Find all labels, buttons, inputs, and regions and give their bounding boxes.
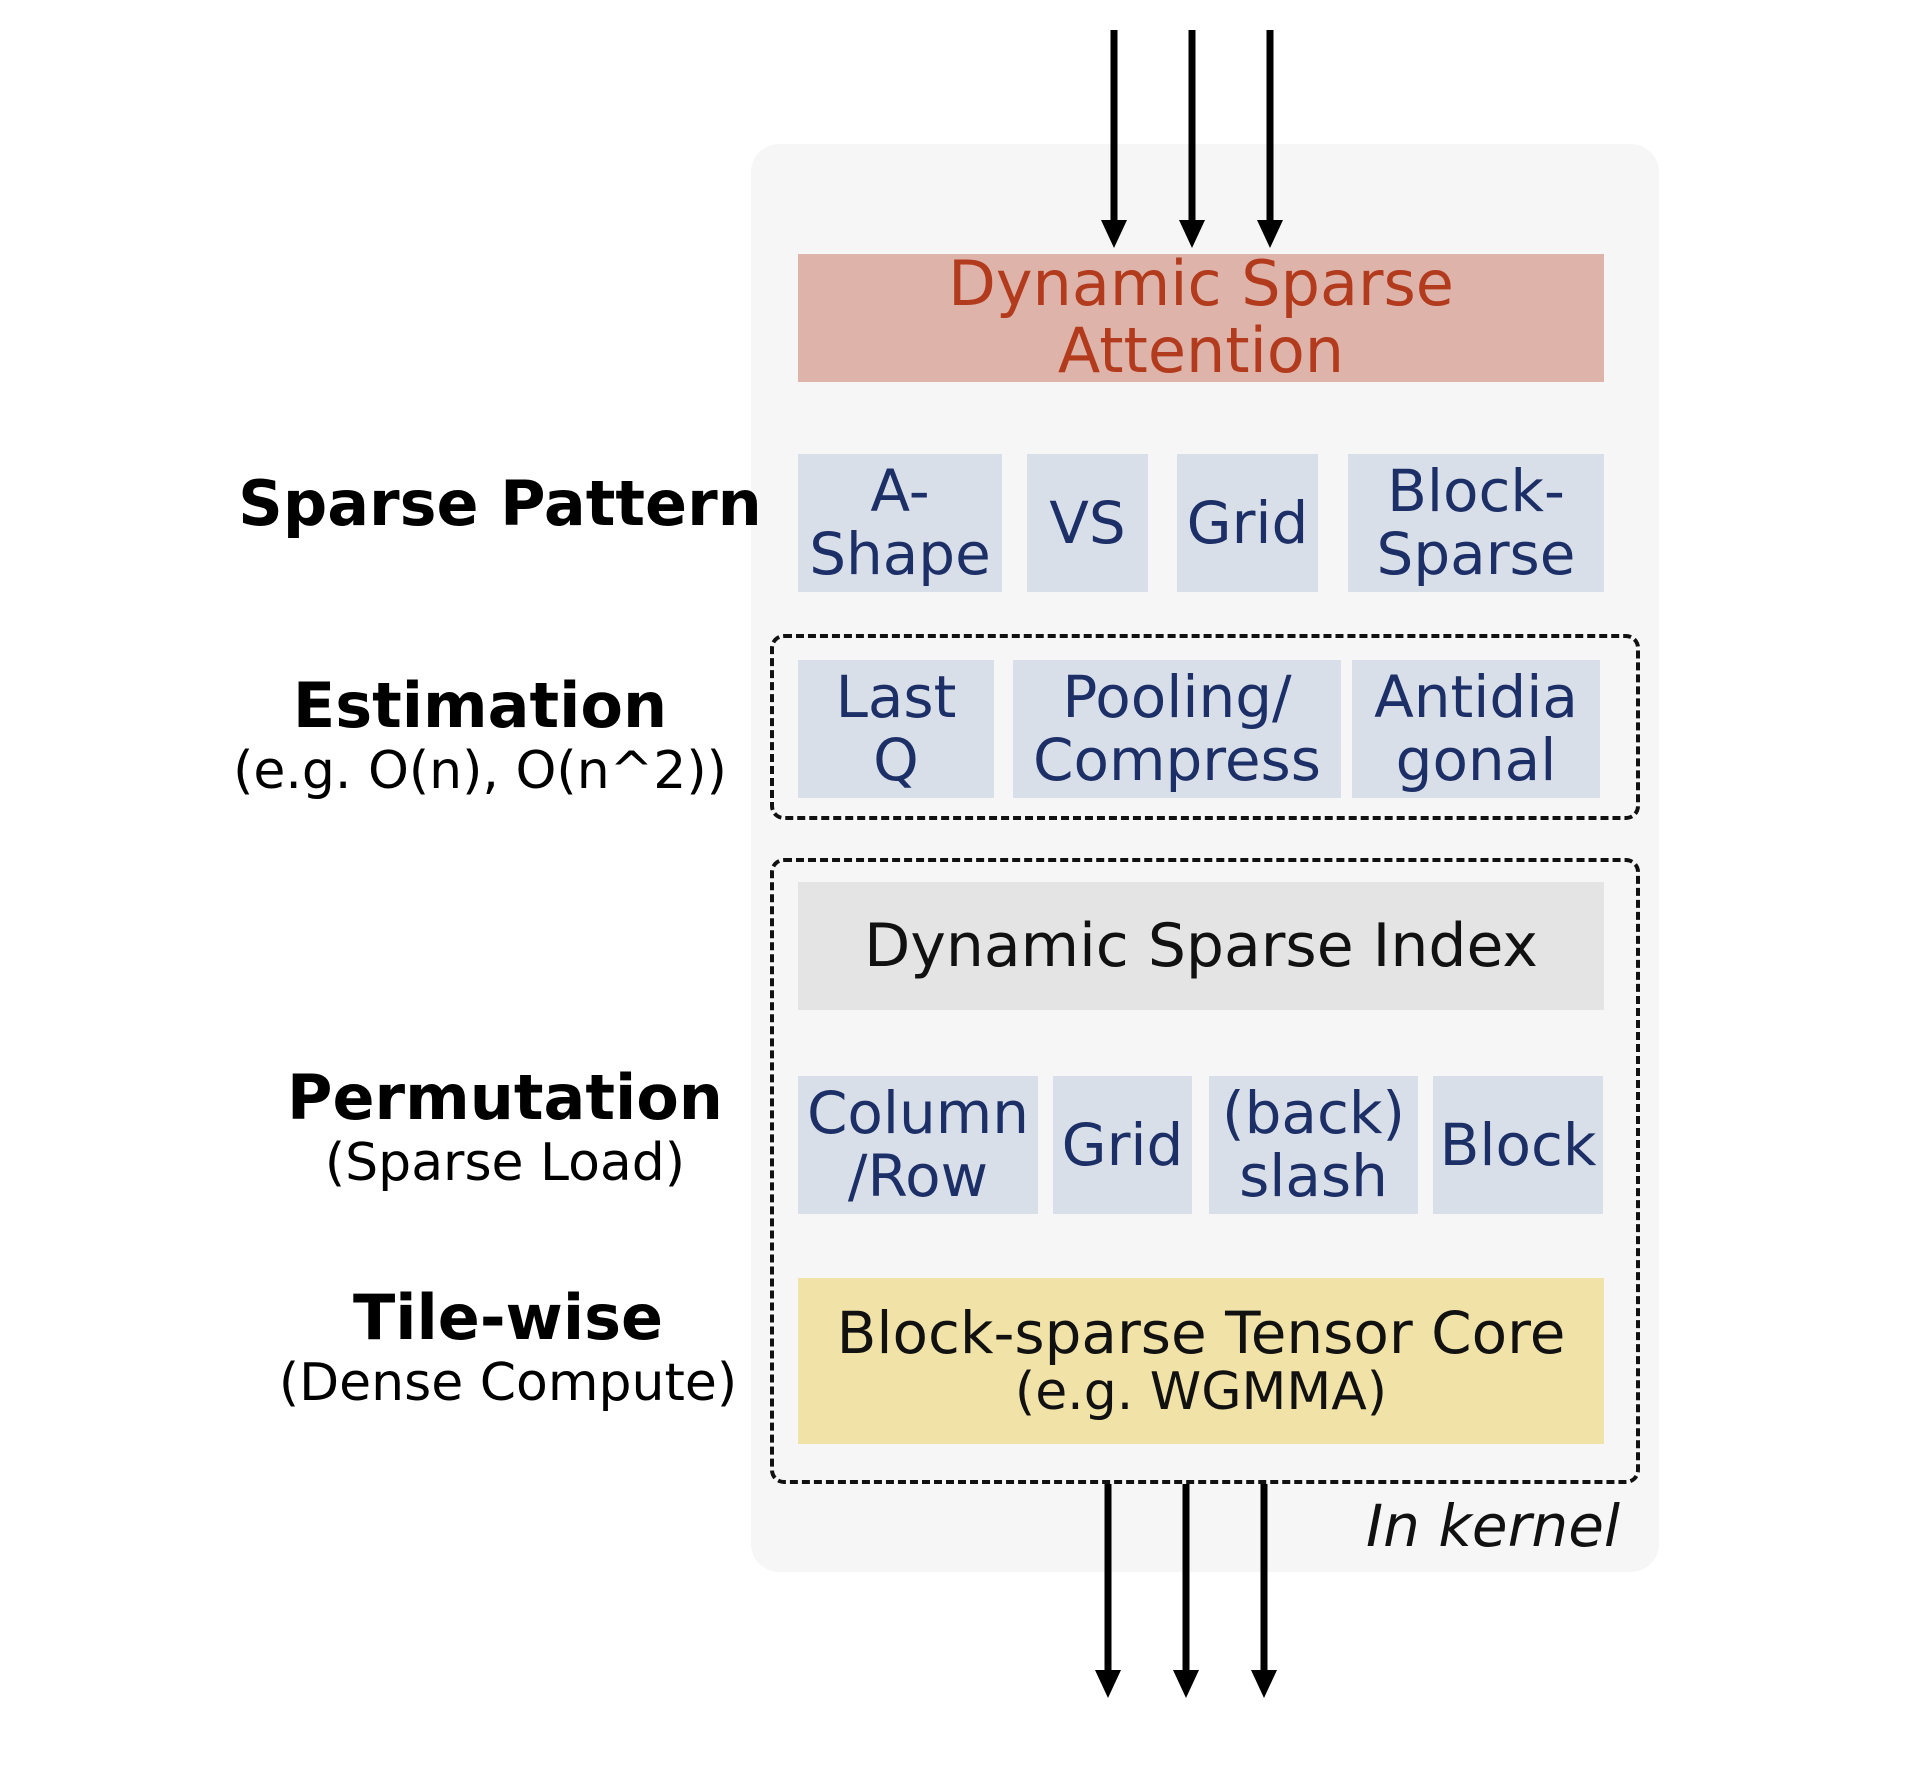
output-arrow-3 [1251,1484,1277,1698]
estimation-label: Estimation (e.g. O(n), O(n^2)) [210,669,750,803]
permutation-grid: Grid [1053,1076,1192,1214]
permutation-block: Block [1433,1076,1603,1214]
permutation-backslash: (back) slash [1209,1076,1418,1214]
tile-wise-title: Tile-wise [352,1281,664,1354]
output-arrow-2 [1173,1484,1199,1698]
estimation-title: Estimation [292,669,668,742]
permutation-subtitle: (Sparse Load) [324,1133,686,1194]
tensor-core-subtitle: (e.g. WGMMA) [1014,1362,1388,1423]
sparse-pattern-label: Sparse Pattern [230,467,770,540]
permutation-label: Permutation (Sparse Load) [235,1061,775,1195]
in-kernel-note: In kernel [1366,1492,1620,1560]
estimation-group [770,634,1640,820]
sparse-pattern-title: Sparse Pattern [238,467,762,540]
estimation-last-q: Last Q [798,660,994,798]
output-arrow-1 [1095,1484,1121,1698]
pattern-block-sparse: Block- Sparse [1348,454,1604,592]
kernel-group [770,858,1640,1484]
input-arrow-3 [1257,30,1283,248]
tensor-core-title: Block-sparse Tensor Core [836,1298,1566,1367]
pattern-vs: VS [1027,454,1148,592]
tile-wise-label: Tile-wise (Dense Compute) [238,1281,778,1415]
input-arrow-2 [1179,30,1205,248]
estimation-antidiagonal: Antidia gonal [1352,660,1600,798]
estimation-pooling-compress: Pooling/ Compress [1013,660,1341,798]
dynamic-sparse-attention-box: Dynamic Sparse Attention [798,250,1604,384]
permutation-title: Permutation [287,1061,723,1134]
pattern-grid: Grid [1177,454,1318,592]
estimation-subtitle: (e.g. O(n), O(n^2)) [233,741,727,802]
permutation-column-row: Column /Row [798,1076,1038,1214]
input-arrow-1 [1101,30,1127,248]
dynamic-sparse-index-box: Dynamic Sparse Index [798,882,1604,1010]
tile-wise-subtitle: (Dense Compute) [278,1353,738,1414]
pattern-a-shape: A- Shape [798,454,1002,592]
block-sparse-tensor-core-box: Block-sparse Tensor Core (e.g. WGMMA) [798,1278,1604,1444]
